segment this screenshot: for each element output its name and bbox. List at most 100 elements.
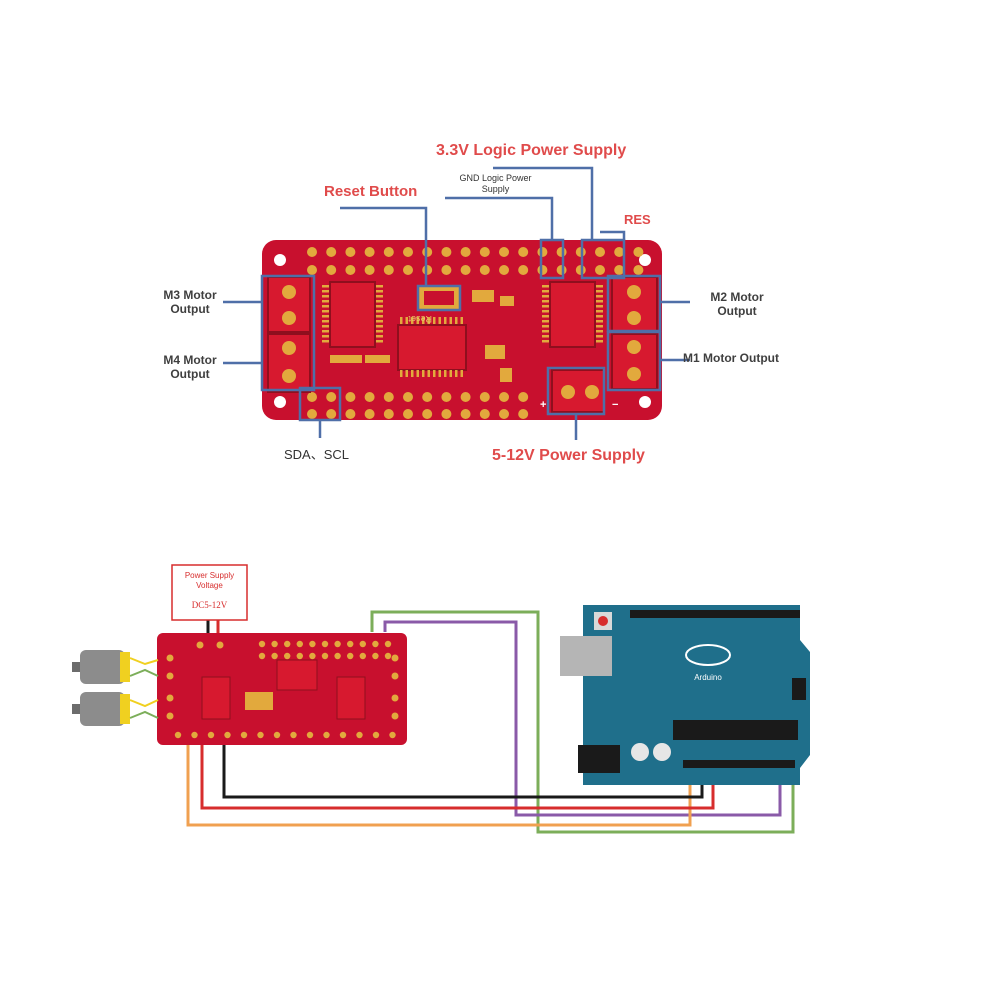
motor-shaft <box>72 662 80 672</box>
pad <box>296 652 303 660</box>
m3-output-label: M3 Motor Output <box>163 288 217 316</box>
chip-pin <box>542 290 549 293</box>
m2-output-label: M2 Motor Output <box>710 290 764 318</box>
pad <box>384 640 392 648</box>
chip-pin <box>542 340 549 343</box>
terminal-pad <box>282 311 296 325</box>
smd-part <box>500 368 512 382</box>
chip-pin <box>596 335 603 338</box>
arduino-board: Arduino <box>560 605 810 785</box>
pad <box>441 247 452 257</box>
chip-pin <box>376 310 383 313</box>
pad <box>364 392 375 402</box>
pad <box>364 247 375 257</box>
chip-pin <box>322 330 329 333</box>
motor-body <box>80 650 125 684</box>
gnd-logic-label: GND Logic Power Supply <box>459 173 532 194</box>
pad <box>258 640 266 648</box>
smd-part <box>500 296 514 306</box>
small-chip <box>201 676 231 720</box>
icsp-header <box>792 678 806 700</box>
pad <box>383 409 394 419</box>
pad <box>383 265 394 275</box>
chip-pin <box>422 317 425 324</box>
pad <box>518 409 529 419</box>
pad <box>307 247 317 257</box>
pad <box>326 265 337 275</box>
pad <box>595 265 605 275</box>
pad <box>359 652 366 660</box>
pad <box>518 265 529 275</box>
chip-pin <box>596 305 603 308</box>
wire-green <box>370 610 795 834</box>
reset-button-label: Reset Button <box>324 183 418 200</box>
pad <box>326 392 337 402</box>
usb-port <box>560 636 612 676</box>
logic-leader <box>493 166 594 240</box>
pad <box>306 731 314 739</box>
pad <box>296 640 303 648</box>
wire-purple <box>383 620 782 817</box>
motor-lead <box>129 668 159 677</box>
mounting-hole <box>274 254 286 266</box>
pad <box>196 641 204 649</box>
motor-shaft <box>72 704 80 714</box>
chip-pin <box>444 370 447 377</box>
pad <box>191 731 198 739</box>
chip-pin <box>376 285 383 288</box>
pad <box>166 654 174 662</box>
chip-pin <box>376 315 383 318</box>
chip-pin <box>542 335 549 338</box>
chip-pin <box>416 370 419 377</box>
reset-callout <box>416 284 462 312</box>
pad <box>321 652 329 660</box>
pad <box>372 652 379 660</box>
controller-chip <box>397 324 467 371</box>
terminal-pad <box>627 311 641 325</box>
pad <box>307 409 317 419</box>
reset-leader <box>340 206 428 286</box>
pad <box>460 409 471 419</box>
chip-pin <box>542 330 549 333</box>
chip-pin <box>322 315 329 318</box>
motor-cap <box>120 652 130 682</box>
chip-pin <box>455 317 458 324</box>
pad <box>518 247 529 257</box>
pad <box>372 640 379 648</box>
pad <box>479 409 490 419</box>
pad <box>326 409 337 419</box>
power-analog-header <box>683 760 795 768</box>
pad <box>273 731 281 739</box>
digital-header <box>630 610 800 618</box>
chip-pin <box>427 370 430 377</box>
smd-part <box>330 355 362 363</box>
chip-pin <box>596 325 603 328</box>
pad <box>345 392 356 402</box>
pad <box>347 640 354 648</box>
pad <box>271 652 278 660</box>
pad <box>479 392 490 402</box>
chip-pin <box>400 317 403 324</box>
chip-pin <box>542 320 549 323</box>
chip-pin <box>376 335 383 338</box>
mounting-hole <box>274 396 286 408</box>
pad <box>391 712 399 720</box>
pad <box>284 640 291 648</box>
chip-pin <box>411 370 414 377</box>
smd-part <box>485 345 505 359</box>
pad <box>391 694 399 702</box>
small-chip <box>276 659 318 691</box>
pad <box>384 652 392 660</box>
chip-pin <box>460 370 463 377</box>
pad <box>633 247 644 257</box>
reset-button-center <box>424 291 454 305</box>
chip-pin <box>400 370 403 377</box>
pad <box>422 409 433 419</box>
motor-body <box>80 692 125 726</box>
chip-pin <box>542 300 549 303</box>
chip-pin <box>438 317 441 324</box>
terminal-pad <box>282 369 296 383</box>
driver-board-top: Reset + − <box>262 240 662 420</box>
terminal-pad <box>627 285 641 299</box>
